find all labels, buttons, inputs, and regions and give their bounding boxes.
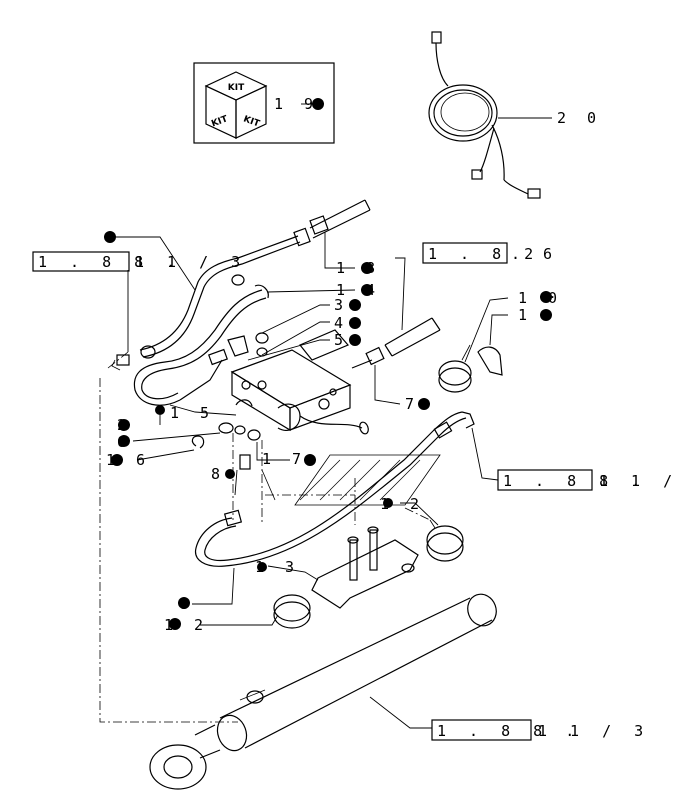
ref-mid-rest: . 6	[511, 245, 559, 263]
marker-dot-17	[304, 454, 316, 466]
marker-dot-16	[111, 454, 123, 466]
ref-top-left-boxed: 1 . 8 8 .	[38, 253, 182, 271]
marker-dot-4	[349, 317, 361, 329]
callout-7-right: 7	[405, 395, 420, 413]
hydraulic-cylinder[interactable]	[149, 590, 501, 790]
kit-face-top: KIT	[228, 83, 245, 93]
marker-dot-10	[540, 291, 552, 303]
right-fittings[interactable]	[351, 317, 441, 369]
ref-top-left[interactable]: 1 . 8 8 . 1 1 / 3	[32, 251, 247, 272]
clamp-1[interactable]	[477, 346, 503, 376]
kit-cube-icon: KIT KIT KIT	[204, 71, 268, 139]
kit-box[interactable]: KIT KIT KIT 1 9	[193, 62, 335, 144]
frame-hatching	[261, 454, 441, 506]
leader-lines	[132, 232, 509, 729]
callout-17: 1 7	[262, 450, 307, 468]
lower-rigid-pipe[interactable]	[194, 411, 475, 567]
ref-mid[interactable]: 1 . 8 2 . 6	[422, 242, 559, 264]
marker-dot-7-right	[418, 398, 430, 410]
marker-dot-12-lower	[169, 618, 181, 630]
ref-right-rest: 1 1 / 3	[599, 472, 678, 490]
marker-dot-8	[225, 469, 235, 479]
ref-bottom-boxed: 1 . 8 8 .	[437, 722, 581, 740]
valve-block[interactable]	[230, 329, 370, 435]
callout-20: 2 0	[557, 109, 602, 127]
ref-top-left-rest: 1 1 / 3	[135, 253, 247, 271]
valve-fittings[interactable]	[191, 332, 269, 470]
marker-dot-3	[349, 299, 361, 311]
kit-marker-dot	[312, 98, 324, 110]
marker-dot-12-upper	[383, 498, 393, 508]
upper-pipe[interactable]	[111, 199, 371, 371]
ref-bottom[interactable]: 1 . 8 8 . 1 1 / 3	[431, 719, 650, 741]
marker-dot-14	[361, 284, 373, 296]
bracket-13[interactable]	[311, 526, 419, 609]
marker-dot-2	[118, 419, 130, 431]
marker-dot-15	[155, 405, 165, 415]
marker-dot-6	[118, 435, 130, 447]
ref-bottom-rest: 1 1 / 3	[538, 722, 650, 740]
marker-dot-plain	[104, 231, 116, 243]
callout-8: 8	[211, 465, 226, 483]
kit-label: 1 9	[274, 95, 319, 113]
marker-dot-18	[361, 262, 373, 274]
callout-15: 1 5	[170, 404, 215, 422]
flexible-hose[interactable]	[133, 284, 269, 406]
ref-mid-boxed: 1 . 8 2	[428, 245, 540, 263]
callout-3: 3	[334, 296, 349, 314]
clamp-12-upper[interactable]	[426, 519, 464, 562]
callout-5: 5	[334, 331, 349, 349]
kit-frame	[193, 62, 335, 144]
marker-dot-9	[178, 597, 190, 609]
wiring-harness[interactable]	[428, 31, 541, 199]
clamp-10[interactable]	[438, 344, 472, 393]
clamp-12-lower[interactable]	[273, 594, 311, 629]
marker-dot-5	[349, 334, 361, 346]
marker-dot-13	[257, 562, 267, 572]
center-lines	[99, 351, 431, 723]
callout-18: 1 8	[336, 259, 381, 277]
callout-1: 1	[518, 306, 533, 324]
ref-right-boxed: 1 . 8 8 .	[503, 472, 647, 490]
callout-4: 4	[334, 314, 349, 332]
kit-face-left: KIT	[210, 114, 230, 129]
ref-right[interactable]: 1 . 8 8 . 1 1 / 3	[497, 469, 678, 491]
marker-dot-1	[540, 309, 552, 321]
callout-13: 1 3	[255, 558, 300, 576]
